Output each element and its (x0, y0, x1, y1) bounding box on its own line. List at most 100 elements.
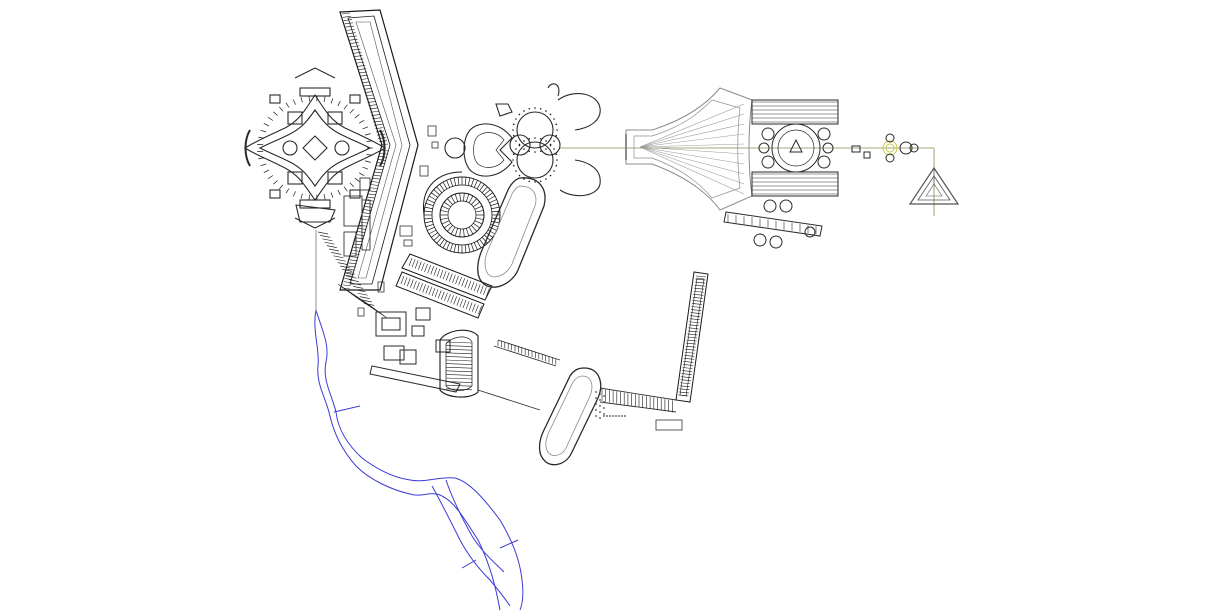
hatch-dot (545, 178, 547, 180)
hatch-line (692, 297, 703, 299)
hatch-dot (595, 391, 597, 393)
hatch-line (695, 275, 707, 278)
hatch-line (360, 221, 369, 224)
hatch-line (439, 239, 445, 246)
hatch-dot (512, 129, 514, 131)
hatch-line (473, 222, 481, 229)
hatch-line (487, 195, 496, 201)
fan-plaza (625, 87, 753, 211)
hatch-line (414, 260, 419, 269)
hatch-line (267, 175, 274, 179)
hatch-line (445, 341, 473, 344)
hatch-line (343, 104, 348, 110)
hatch-line (463, 228, 465, 237)
hatch-line (683, 358, 694, 360)
hatch-line (470, 281, 475, 291)
hatch-dot (553, 118, 555, 120)
hatch-line (345, 25, 354, 28)
hatch-line (442, 271, 447, 280)
hatch-line (447, 198, 453, 205)
flower-hatching (257, 95, 373, 201)
hatch-dot (523, 140, 525, 142)
hatch-line (470, 178, 475, 187)
oval-hall-upper (477, 177, 546, 288)
hatch-dot (518, 113, 521, 116)
hatch-line (683, 361, 694, 363)
hatch-line (358, 172, 365, 176)
hatch-line (258, 136, 265, 139)
hatch-dot (556, 129, 558, 131)
hatch-dot (515, 148, 517, 150)
hatch-line (330, 192, 334, 198)
hatch-dot (539, 150, 542, 153)
hatch-dot (518, 174, 521, 177)
hatch-line (372, 177, 381, 180)
hatch-line (373, 174, 382, 177)
hatch-line (692, 300, 703, 302)
hatch-line (374, 124, 383, 126)
hatch-line (694, 287, 705, 290)
hatch-line (376, 162, 385, 164)
river (314, 309, 524, 610)
hatch-dot (555, 123, 558, 126)
hatch-line (367, 193, 376, 196)
hatch-line (484, 189, 491, 196)
hatch-dot (612, 415, 614, 417)
hatch-line (473, 283, 478, 292)
hatch-line (424, 210, 433, 213)
hatch-line (490, 202, 499, 207)
hatch-line (260, 129, 267, 133)
hatch-line (474, 220, 483, 225)
hatch-line (639, 113, 745, 148)
hatch-line (453, 177, 457, 186)
hatch-line (368, 190, 377, 193)
hatch-line (267, 117, 274, 121)
hatch-line (431, 232, 438, 238)
hatch-line (408, 257, 413, 267)
hatch-line (487, 229, 496, 235)
hatch-line (678, 391, 689, 394)
hatch-line (491, 220, 500, 224)
diagonal-building-ticks (341, 12, 389, 290)
hatch-line (292, 99, 296, 105)
hatch-line (421, 262, 425, 271)
hatch-line (353, 52, 362, 54)
hatch-line (442, 240, 448, 249)
hatch-line (443, 201, 451, 208)
hatch-line (428, 195, 437, 201)
hatch-line (359, 224, 368, 227)
hatch-line (695, 281, 706, 284)
hatch-line (476, 181, 482, 190)
hatch-line (445, 348, 473, 351)
hatch-dot (609, 415, 611, 417)
hatch-line (461, 278, 465, 287)
hatch-line (442, 181, 448, 190)
main-axis-line (560, 147, 935, 216)
hatch-line (445, 381, 473, 383)
hatch-dot (595, 409, 597, 411)
hatch-line (300, 97, 303, 103)
hatch-line (681, 373, 692, 375)
hatch-line (354, 177, 360, 182)
hatch-dot (549, 143, 552, 146)
hatch-line (373, 120, 382, 123)
hatch-line (413, 280, 417, 289)
clover-pavilion (444, 83, 601, 197)
hatch-line (347, 268, 356, 271)
hatch-line (317, 231, 329, 235)
hatch-line (424, 217, 433, 220)
theatre-ticks (445, 341, 473, 391)
hatch-line (446, 180, 451, 188)
hatch-line (486, 287, 490, 297)
hatch-line (424, 206, 433, 210)
hatch-line (273, 111, 278, 116)
hatch-line (427, 265, 431, 274)
hatch-line (430, 266, 434, 275)
hatch-line (686, 336, 698, 339)
hatch-dot (624, 415, 626, 417)
hatch-line (356, 61, 365, 64)
hatch-line (468, 302, 473, 311)
long-diagonal-building (339, 9, 419, 291)
hatch-line (342, 284, 351, 287)
hatch-line (679, 388, 690, 391)
